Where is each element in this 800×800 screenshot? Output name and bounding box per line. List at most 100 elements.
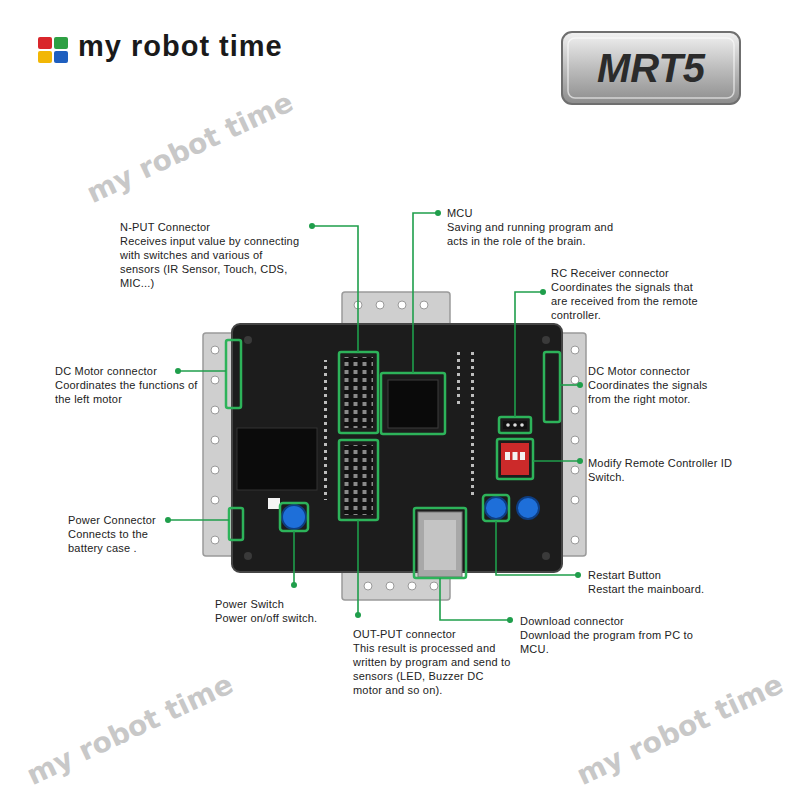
- pin: [506, 423, 510, 427]
- usb-port-inner: [424, 520, 456, 570]
- leader-line: [312, 226, 358, 352]
- watermark: my robot time: [82, 86, 298, 210]
- logo-text-holder: my robot time: [78, 28, 283, 64]
- highlight-frame: [339, 440, 378, 520]
- logo-square: [38, 51, 52, 63]
- leader-dot: [309, 223, 315, 229]
- callout-heading-holder: Power Connector: [68, 513, 156, 527]
- callout-heading: N-PUT Connector: [120, 220, 210, 234]
- callout-heading: DC Motor connector: [55, 364, 157, 378]
- callout-heading-holder: Modify Remote Controller ID Switch.: [588, 456, 733, 484]
- callout-heading: Modify Remote Controller ID Switch.: [588, 456, 733, 484]
- leader-line: [413, 213, 438, 373]
- callout-text-holder: Coordinates the functions of the left mo…: [55, 378, 200, 406]
- callout-heading-holder: Restart Button: [588, 568, 661, 582]
- push-button: [517, 497, 539, 519]
- watermark-holder: my robot time: [572, 668, 788, 792]
- highlight-frames: [226, 340, 560, 578]
- pin-column: [470, 348, 477, 498]
- hole: [408, 582, 416, 590]
- power-button: [282, 505, 306, 529]
- callout-heading-holder: DC Motor connector: [588, 364, 690, 378]
- callout-heading: DC Motor connector: [588, 364, 690, 378]
- callout-text: Power on/off switch.: [215, 611, 365, 625]
- callout-heading-holder: OUT-PUT connector: [353, 627, 456, 641]
- callout-heading: OUT-PUT connector: [353, 627, 456, 641]
- highlight-frame: [226, 340, 241, 408]
- callout-text: Receives input value by connecting with …: [120, 234, 305, 290]
- hole: [211, 536, 219, 544]
- leader-line: [496, 521, 578, 575]
- callout-text-holder: Download the program from PC to MCU.: [520, 628, 720, 656]
- highlight-frame: [381, 373, 445, 434]
- leader-line: [440, 578, 510, 620]
- usb-port: [418, 512, 462, 577]
- mounting-bracket: [203, 292, 586, 600]
- callout-heading: MCU: [447, 206, 473, 220]
- screw: [542, 336, 550, 344]
- highlight-frame: [414, 508, 466, 578]
- callout-heading: Power Switch: [215, 597, 284, 611]
- hole: [571, 406, 579, 414]
- hole: [420, 301, 428, 309]
- highlight-frame: [499, 417, 531, 433]
- indicator: [268, 498, 280, 509]
- callout-text: Download the program from PC to MCU.: [520, 628, 720, 656]
- leader-dot: [575, 572, 581, 578]
- pin-column: [455, 348, 462, 408]
- leader-dot: [165, 517, 171, 523]
- leader-dot: [540, 289, 546, 295]
- leader-dot: [577, 382, 583, 388]
- screw: [244, 552, 252, 560]
- hole: [571, 466, 579, 474]
- hole: [571, 376, 579, 384]
- badge-text: MRT5: [562, 42, 740, 94]
- dip-knob: [513, 452, 518, 460]
- hole: [571, 436, 579, 444]
- hole: [430, 582, 438, 590]
- leader-dot: [577, 458, 583, 464]
- dip-switch: [501, 443, 529, 475]
- highlight-frame: [483, 495, 509, 521]
- restart-button: [485, 497, 507, 519]
- hole: [571, 496, 579, 504]
- callout-text: Coordinates the functions of the left mo…: [55, 378, 200, 406]
- hole: [211, 436, 219, 444]
- logo-icon: [38, 37, 68, 63]
- board-housing: [232, 324, 562, 572]
- watermark-holder: my robot time: [82, 86, 298, 210]
- logo-square: [54, 51, 68, 63]
- hole: [376, 301, 384, 309]
- callout-text: Coordinates the signals from the right m…: [588, 378, 713, 406]
- hole: [211, 496, 219, 504]
- pin-column: [322, 360, 329, 500]
- callout-text: Restart the mainboard.: [588, 582, 778, 596]
- hole: [211, 406, 219, 414]
- callout-text-holder: Power on/off switch.: [215, 611, 365, 625]
- callout-heading-holder: Power Switch: [215, 597, 284, 611]
- callout-text: This result is processed and written by …: [353, 641, 513, 697]
- callout-text-holder: Receives input value by connecting with …: [120, 234, 305, 290]
- highlight-frame: [229, 508, 243, 540]
- hole: [386, 582, 394, 590]
- callout-heading-holder: N-PUT Connector: [120, 220, 210, 234]
- leader-dot: [175, 368, 181, 374]
- hole: [571, 346, 579, 354]
- leader-dot: [291, 582, 297, 588]
- hole: [211, 346, 219, 354]
- leader-line: [178, 370, 226, 372]
- hole: [211, 376, 219, 384]
- highlight-frame: [497, 439, 533, 479]
- badge-plate: [562, 32, 740, 104]
- battery-socket: [237, 428, 317, 490]
- callout-heading-holder: DC Motor connector: [55, 364, 157, 378]
- highlight-frame: [280, 503, 308, 531]
- callout-heading: Download connector: [520, 614, 624, 628]
- pin: [513, 423, 517, 427]
- badge-text-holder: MRT5: [562, 42, 740, 94]
- callout-heading: RC Receiver connector: [551, 266, 669, 280]
- input-header: [344, 357, 373, 428]
- watermark: my robot time: [572, 668, 788, 792]
- callout-text: Coordinates the signals that are receive…: [551, 280, 701, 322]
